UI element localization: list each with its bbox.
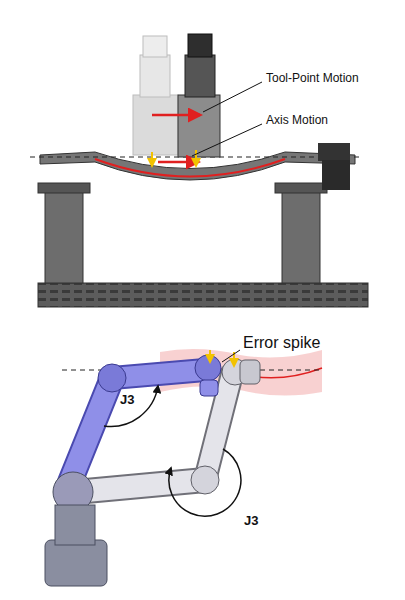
ghost-body [140,55,170,97]
right-leg-cap [275,183,327,193]
base-plate [38,283,368,307]
end-device [318,143,350,161]
joint-label: J3 [120,393,134,408]
joint-label: J3 [244,514,258,529]
upper-link [70,378,112,482]
tool-motion-arrow [152,114,200,117]
arm-outline [70,378,112,482]
right-leg [282,190,320,283]
end-device-body [322,160,350,190]
tool-flange [240,360,260,384]
robot-figure [45,349,322,586]
tool-motor [188,34,212,57]
wrist-joint [195,355,221,381]
upper-link [75,480,205,492]
tool-body [185,55,215,97]
ghost-carriage [133,95,178,155]
ghost-motor [143,36,167,57]
deflection-arrow [151,152,153,166]
leader-line [192,124,262,156]
callout-label: Error spike [243,334,320,352]
base-column [55,505,95,545]
leader-line [203,82,262,112]
ghost-tool [133,36,178,155]
left-leg-cap [38,183,90,193]
axis-motion-arrow [158,161,198,164]
arm-outline [75,480,205,492]
elbow-joint [98,364,126,392]
gantry-figure [30,34,368,307]
joint-angle-arc [169,449,241,516]
elbow-joint [191,466,219,494]
leader-line [222,350,240,362]
deflection-curve [95,159,285,177]
left-leg [45,190,83,283]
error-arrow [209,350,211,362]
deflection-arrow [195,150,197,166]
tool-flange [200,380,218,396]
tool [178,34,220,157]
callout-label: Tool-Point Motion [266,72,359,86]
blue-arm [70,355,221,482]
robot-base [45,540,107,586]
joint-angle-arc [104,386,158,426]
tool-carriage [178,95,220,157]
callout-label: Axis Motion [266,114,328,128]
